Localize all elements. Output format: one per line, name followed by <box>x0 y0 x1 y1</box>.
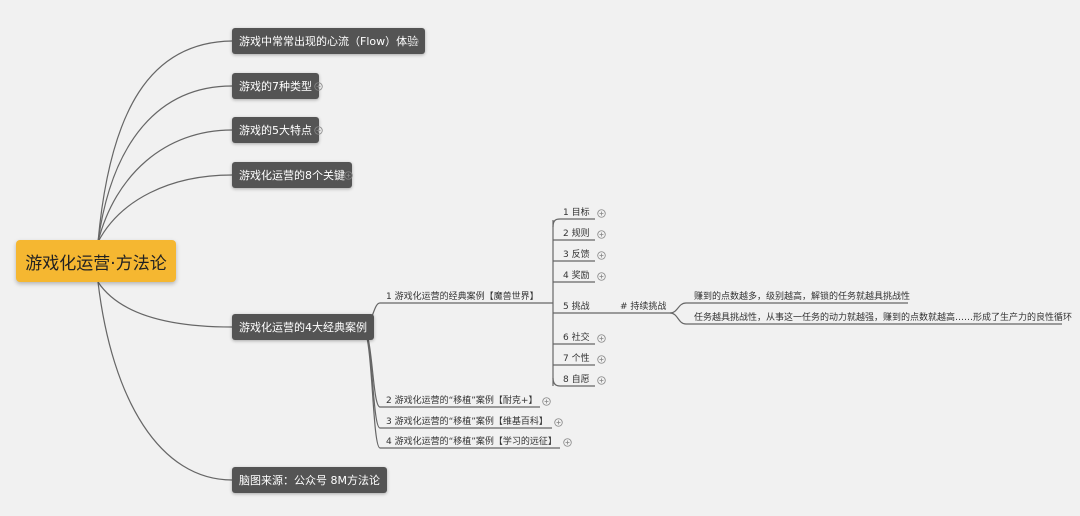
case-learning-quest[interactable]: 4 游戏化运营的“移植”案例【学习的远征】 <box>386 437 557 447</box>
edge-root-branch-1 <box>97 40 233 243</box>
element-reward[interactable]: 4 奖励 <box>563 271 590 281</box>
plus-circle-icon[interactable] <box>597 230 606 239</box>
root-topic[interactable]: 游戏化运营·方法论 <box>16 240 176 282</box>
branch-classic-cases[interactable]: 游戏化运营的4大经典案例 <box>232 314 374 340</box>
element-rules[interactable]: 2 规则 <box>563 229 590 239</box>
edge-root-branch-2 <box>97 85 233 243</box>
edge-element-8 <box>552 377 595 387</box>
plus-circle-icon[interactable] <box>344 171 353 180</box>
case-warcraft[interactable]: 1 游戏化运营的经典案例【魔兽世界】 <box>386 292 539 302</box>
edge-root-branch-6 <box>97 281 233 481</box>
plus-circle-icon[interactable] <box>314 82 323 91</box>
plus-circle-icon[interactable] <box>597 376 606 385</box>
branch-source[interactable]: 脑图来源：公众号 8M方法论 <box>232 467 387 493</box>
element-feedback[interactable]: 3 反馈 <box>563 250 590 260</box>
element-goal[interactable]: 1 目标 <box>563 208 590 218</box>
element-social[interactable]: 6 社交 <box>563 333 590 343</box>
edge-cases-1 <box>361 302 553 328</box>
edge-cases-3 <box>361 326 552 429</box>
edge-element-1 <box>552 218 595 228</box>
edge-root-branch-4 <box>97 174 233 243</box>
challenge-note-1[interactable]: 赚到的点数越多，级别越高，解锁的任务就越具挑战性 <box>694 292 911 302</box>
branch-flow-experience[interactable]: 游戏中常常出现的心流（Flow）体验 <box>232 28 426 54</box>
element-challenge[interactable]: 5 挑战 <box>563 302 590 312</box>
edge-challenge-notes <box>669 302 908 314</box>
case-nike[interactable]: 2 游戏化运营的“移植”案例【耐克+】 <box>386 396 538 406</box>
plus-circle-icon[interactable] <box>554 418 563 427</box>
plus-circle-icon[interactable] <box>597 251 606 260</box>
plus-circle-icon[interactable] <box>542 397 551 406</box>
plus-circle-icon[interactable] <box>410 37 419 46</box>
plus-circle-icon[interactable] <box>597 355 606 364</box>
branch-game-types[interactable]: 游戏的7种类型 <box>232 73 319 99</box>
plus-circle-icon[interactable] <box>597 334 606 343</box>
element-personality[interactable]: 7 个性 <box>563 354 590 364</box>
challenge-topic[interactable]: # 持续挑战 <box>620 302 667 312</box>
edge-cases-4 <box>361 326 560 449</box>
edge-root-branch-5 <box>97 281 233 328</box>
element-voluntary[interactable]: 8 自愿 <box>563 375 590 385</box>
challenge-note-2[interactable]: 任务越具挑战性，从事这一任务的动力就越强，赚到的点数就越高……形成了生产力的良性… <box>694 313 1073 323</box>
plus-circle-icon[interactable] <box>597 272 606 281</box>
branch-key-points[interactable]: 游戏化运营的8个关键 <box>232 162 352 188</box>
case-wikipedia[interactable]: 3 游戏化运营的“移植”案例【维基百科】 <box>386 417 548 427</box>
branch-game-features[interactable]: 游戏的5大特点 <box>232 117 319 143</box>
plus-circle-icon[interactable] <box>597 209 606 218</box>
plus-circle-icon[interactable] <box>314 126 323 135</box>
plus-circle-icon[interactable] <box>563 438 572 447</box>
edge-root-branch-3 <box>97 129 233 243</box>
